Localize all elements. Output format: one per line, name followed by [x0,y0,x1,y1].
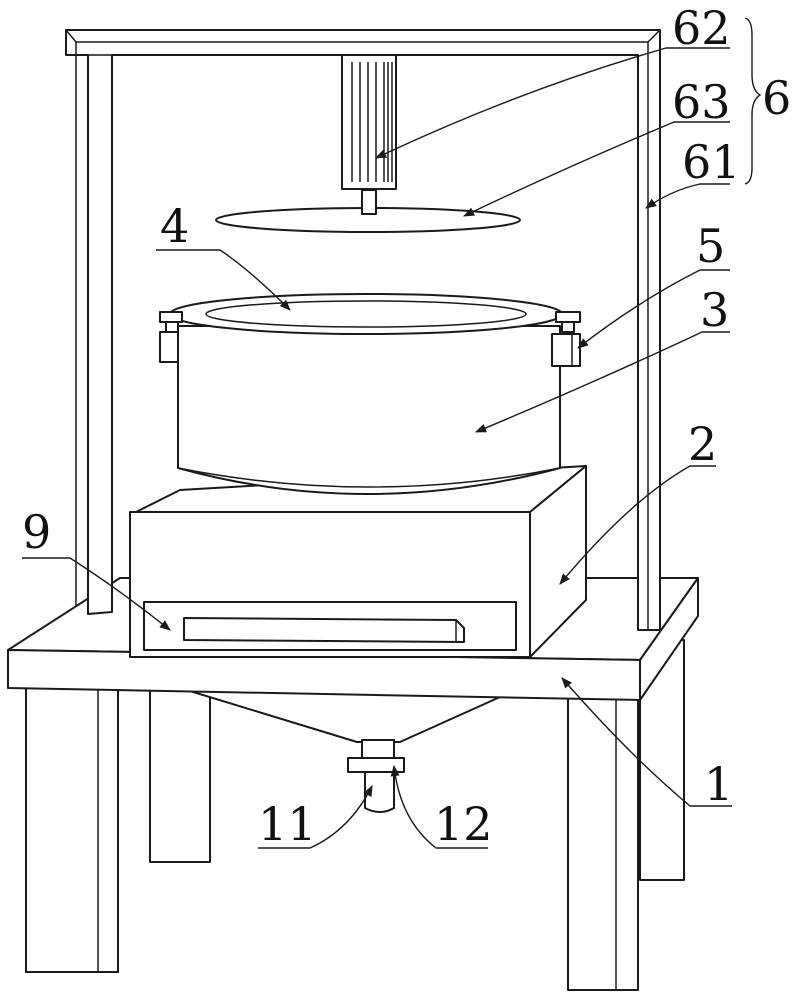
label-9: 9 [22,505,51,559]
label-11: 11 [258,797,317,851]
label-62: 62 [672,1,731,55]
label-6: 6 [762,71,791,125]
label-4: 4 [160,199,189,253]
sieve-ring [170,294,562,334]
label-2: 2 [688,417,717,471]
pot-barrel [178,326,560,494]
label-5: 5 [696,219,725,273]
clamp-left [160,312,182,362]
cylinder-motor [342,55,396,189]
label-63: 63 [672,75,731,129]
clamp-right [552,312,580,366]
label-1: 1 [704,757,733,811]
label-61: 61 [682,135,741,189]
label-3: 3 [700,283,729,337]
label-12: 12 [434,797,493,851]
drawer [144,602,516,650]
